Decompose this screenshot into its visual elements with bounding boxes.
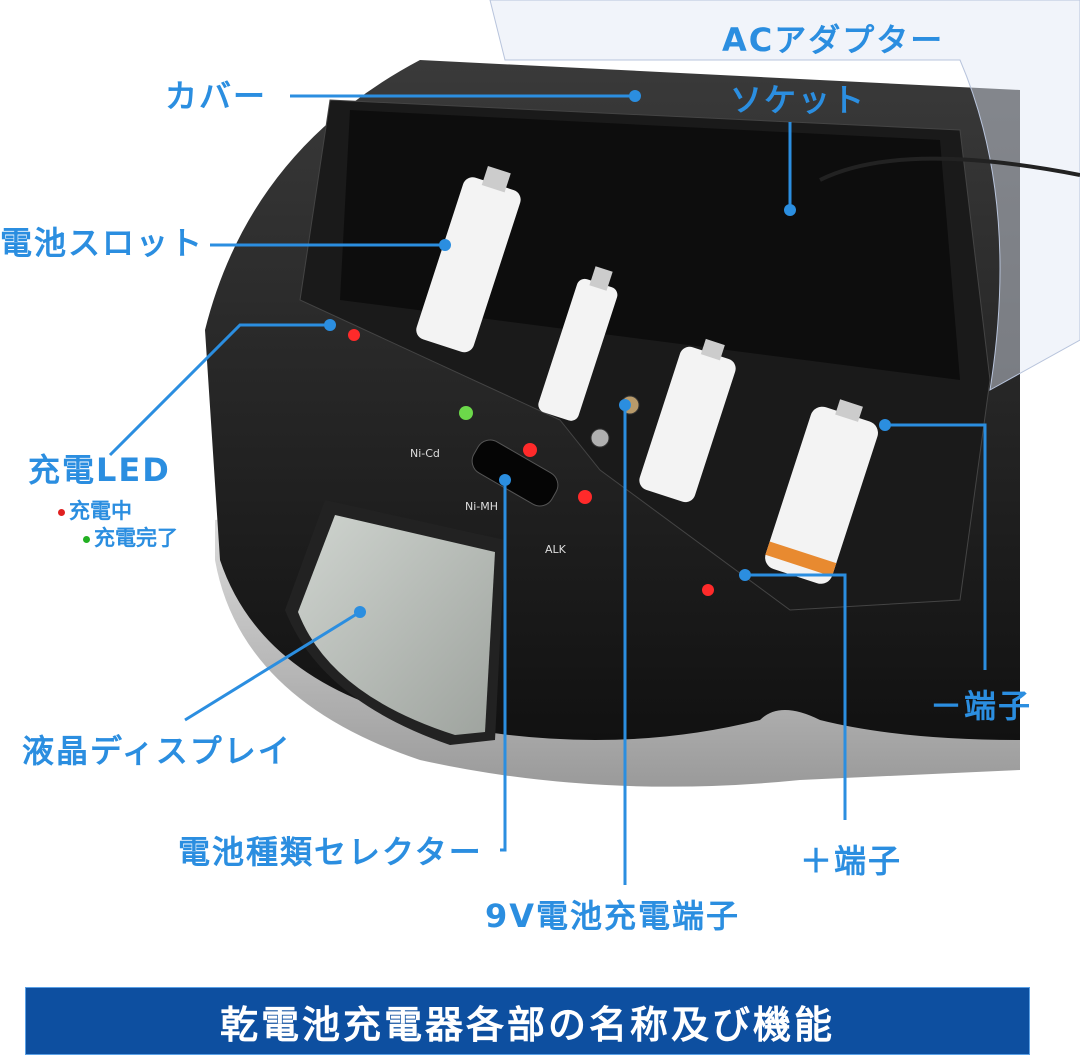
label-9v-terminal: 9V電池充電端子 (485, 897, 741, 935)
battery-aa-2 (639, 338, 736, 503)
led-red (578, 490, 592, 504)
label-ac-socket-1: ACアダプター (722, 21, 945, 59)
title-banner: 乾電池充電器各部の名称及び機能 (25, 987, 1030, 1055)
battery-aa-3 (765, 399, 878, 584)
label-minus-terminal: －端子 (930, 687, 1033, 725)
legend-charged: 充電完了 (83, 522, 178, 552)
leader-lines (108, 94, 987, 885)
selector-position-alk: ALK (545, 543, 566, 556)
led-red (348, 329, 360, 341)
led-green (459, 406, 473, 420)
label-charge-led: 充電LED (28, 451, 171, 489)
led-red (702, 584, 714, 596)
label-cover: カバー (165, 77, 268, 115)
legend-charging: 充電中 (58, 495, 132, 525)
selector-position-nicd: Ni-Cd (410, 447, 440, 460)
clear-cover (489, 0, 1080, 391)
label-ac-socket-2: ソケット (730, 81, 867, 119)
banner-title: 乾電池充電器各部の名称及び機能 (219, 1002, 835, 1047)
battery-aaa (538, 266, 618, 421)
label-plus-terminal: ＋端子 (800, 842, 903, 880)
battery-aa-1 (416, 165, 521, 353)
label-battery-slot: 電池スロット (0, 224, 205, 262)
label-selector: 電池種類セレクター (178, 833, 483, 871)
label-lcd: 液晶ディスプレイ (22, 732, 292, 770)
selector-position-nimh: Ni-MH (465, 500, 499, 513)
green-dot-icon (83, 535, 90, 543)
red-dot-icon (58, 508, 65, 516)
led-red (523, 443, 537, 457)
